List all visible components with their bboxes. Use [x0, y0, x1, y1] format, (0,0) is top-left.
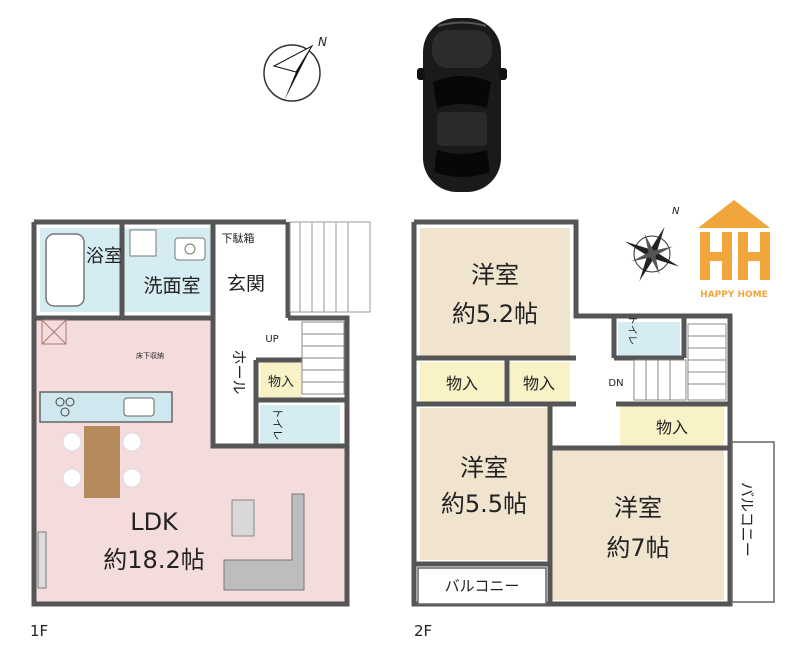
floor-1-label: 1F	[30, 622, 48, 640]
ldk-room	[34, 318, 347, 604]
compass-rose-north-label: N	[672, 206, 680, 217]
stairs-down-label: DN	[608, 378, 623, 389]
storage-2f-b-label: 物入	[523, 374, 555, 393]
ldk-name-label: LDK	[130, 508, 179, 536]
storage-2f-b	[510, 362, 570, 402]
western-b-size-label: 約5.5帖	[441, 490, 527, 518]
balcony-east	[731, 441, 775, 603]
hall-label: ホール	[230, 349, 248, 394]
balcony-south-label: バルコニー	[445, 577, 520, 595]
toilet-2f-label: トイレ	[626, 315, 637, 345]
bath-label: 浴室	[86, 246, 122, 267]
floor-1-plan: 浴室 洗面室 玄関 下駄箱 ホール 物入 トイレ 床下収納 UP LDK 約18…	[30, 219, 371, 640]
western-room-a	[420, 228, 570, 356]
floor-2-label: 2F	[414, 622, 432, 640]
walls-1f	[31, 219, 350, 607]
north-arrow-icon: N	[263, 35, 327, 102]
western-b-name-label: 洋室	[460, 454, 508, 482]
western-a-size-label: 約5.2帖	[452, 300, 538, 328]
compass-north-label: N	[318, 35, 327, 49]
western-a-name-label: 洋室	[471, 261, 519, 289]
walls-2f	[411, 219, 733, 607]
entrance-label: 玄関	[227, 273, 265, 295]
western-room-c	[552, 450, 724, 600]
storage-1f-label: 物入	[268, 375, 294, 390]
toilet-1f-label: トイレ	[271, 408, 284, 441]
balcony-east-label: バルコニー	[738, 482, 756, 557]
compass-rose-icon	[624, 226, 680, 282]
washroom-label: 洗面室	[143, 275, 200, 297]
storage-2f-a	[420, 362, 504, 402]
storage-2f-a-label: 物入	[446, 374, 478, 393]
balcony-south	[417, 567, 547, 605]
ldk-size-label: 約18.2帖	[103, 546, 204, 574]
toilet-2f	[618, 322, 680, 356]
sofa	[223, 493, 305, 591]
shoe-box-label: 下駄箱	[222, 231, 255, 245]
stairs-up-label: UP	[265, 334, 278, 345]
storage-2f-c-label: 物入	[656, 418, 688, 437]
car-icon	[417, 18, 507, 192]
underfloor-storage-label: 床下収納	[136, 351, 164, 360]
floor-2-plan: 洋室 約5.2帖 洋室 約5.5帖 洋室 約7帖 物入 物入 物入 トイレ バル…	[411, 219, 775, 640]
western-c-name-label: 洋室	[614, 494, 662, 522]
storage-1f	[260, 362, 302, 398]
western-room-b	[420, 408, 548, 560]
happy-home-logo: HAPPY HOME	[698, 200, 770, 300]
dining-table	[84, 426, 120, 498]
storage-2f-c	[620, 406, 724, 446]
western-c-size-label: 約7帖	[606, 534, 669, 562]
toilet-1f	[260, 405, 340, 443]
logo-text: HAPPY HOME	[700, 290, 768, 300]
